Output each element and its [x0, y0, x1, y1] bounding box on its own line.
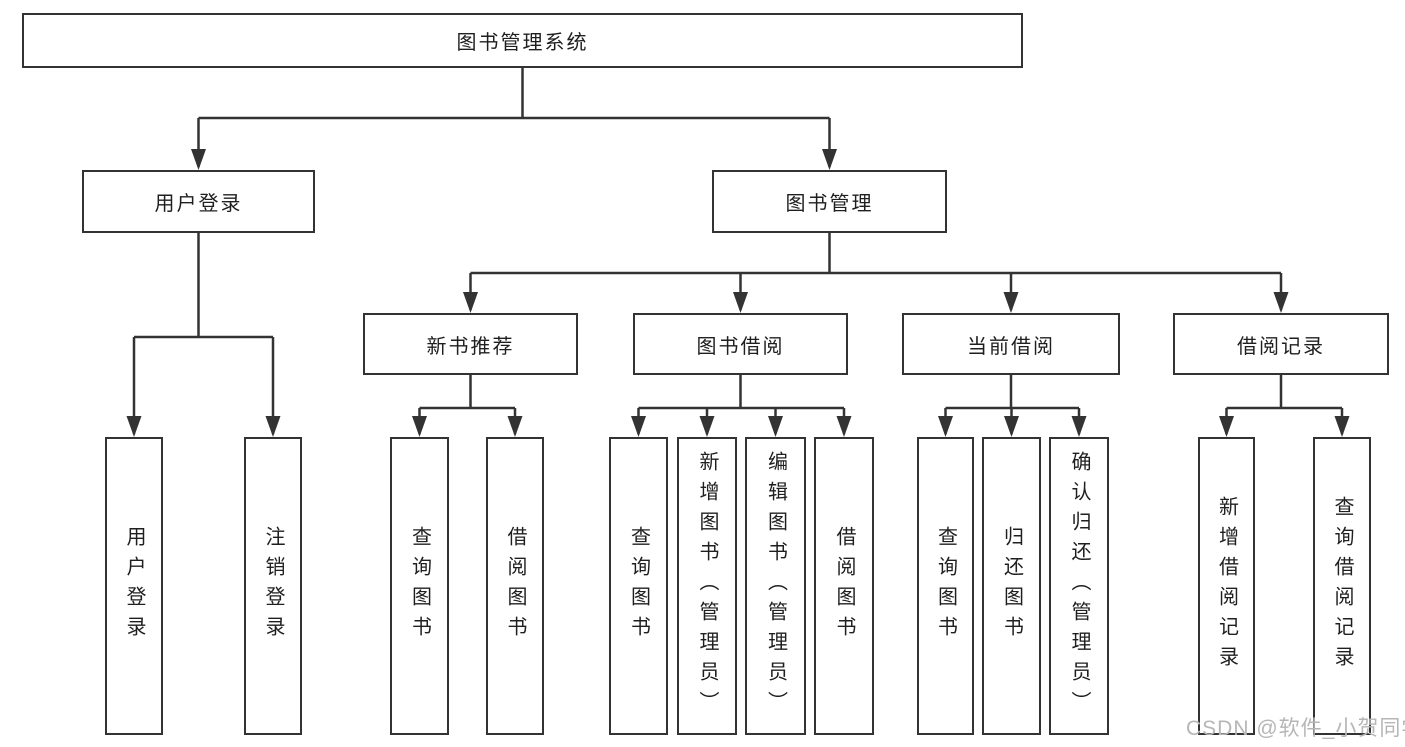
- leaf-query-borrow-record: 查询借阅记录: [1313, 437, 1371, 735]
- leaf-edit-books-admin: 编辑图书（管理员）: [745, 437, 806, 735]
- node-label: 图书管理: [785, 193, 874, 215]
- node-label: 借阅图书: [833, 526, 855, 646]
- arrowhead-icons: [126, 149, 1350, 437]
- node-label: 借阅图书: [504, 526, 526, 646]
- connector-segments: [132, 68, 1344, 434]
- leaf-user-login: 用户登录: [105, 437, 163, 735]
- node-label: 新增借阅记录: [1215, 496, 1238, 676]
- node-label: 用户登录: [154, 193, 243, 215]
- leaf-query-books-1: 查询图书: [390, 437, 449, 735]
- node-new-book-recommend: 新书推荐: [363, 313, 578, 375]
- leaf-add-books-admin: 新增图书（管理员）: [677, 437, 737, 735]
- node-label: 查询图书: [408, 526, 431, 646]
- node-label: 图书借阅: [696, 335, 785, 358]
- leaf-borrow-books-2: 借阅图书: [814, 437, 874, 735]
- node-label: 编辑图书（管理员）: [764, 451, 787, 721]
- node-label: 新书推荐: [426, 335, 515, 358]
- leaf-return-books: 归还图书: [982, 437, 1041, 735]
- node-book-borrow: 图书借阅: [633, 313, 848, 375]
- leaf-borrow-books-1: 借阅图书: [486, 437, 544, 735]
- node-label: 查询图书: [627, 526, 650, 646]
- node-label: 借阅记录: [1237, 335, 1325, 358]
- node-label: 图书管理系统: [456, 32, 589, 54]
- node-book-management: 图书管理: [712, 170, 947, 233]
- node-borrow-records: 借阅记录: [1173, 313, 1389, 375]
- node-current-borrow: 当前借阅: [902, 313, 1120, 375]
- node-label: 确认归还（管理员）: [1068, 451, 1090, 721]
- node-user-login: 用户登录: [82, 170, 315, 233]
- node-label: 新增图书（管理员）: [696, 451, 718, 721]
- node-root-system: 图书管理系统: [22, 13, 1023, 68]
- node-label: 查询图书: [934, 526, 957, 646]
- leaf-query-books-2: 查询图书: [609, 437, 668, 735]
- node-label: 用户登录: [123, 526, 145, 646]
- leaf-add-borrow-record: 新增借阅记录: [1198, 437, 1255, 735]
- watermark: CSDN @软件_小贺同学: [1186, 717, 1405, 740]
- node-label: 注销登录: [262, 526, 284, 646]
- leaf-logout: 注销登录: [244, 437, 302, 735]
- node-label: 查询借阅记录: [1331, 496, 1353, 676]
- node-label: 当前借阅: [967, 335, 1055, 358]
- node-label: 归还图书: [1000, 526, 1023, 646]
- leaf-query-books-3: 查询图书: [917, 437, 974, 735]
- leaf-confirm-return-admin: 确认归还（管理员）: [1049, 437, 1109, 735]
